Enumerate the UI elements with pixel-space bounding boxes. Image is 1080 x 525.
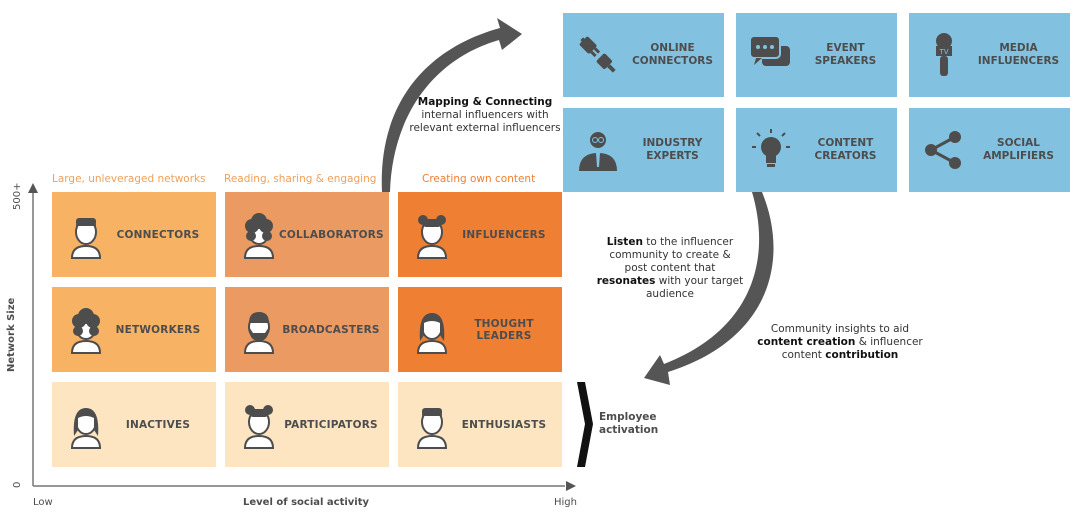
mapping-line3: relevant external influencers [409,122,561,134]
mapping-bold: Mapping & Connecting [417,96,553,108]
y-axis-arrowhead [28,183,38,193]
segment-label: BROADCASTERS [282,323,380,336]
person-buns-hair-icon [417,214,447,259]
segment-influencers: INFLUENCERS [398,192,562,277]
tv-microphone-icon: TV [936,33,952,76]
segment-connectors: CONNECTORS [52,192,216,277]
y-max-label: 500+ [12,182,23,210]
segment-participators: PARTICIPATORS [225,382,389,467]
external-label-line1: MEDIA [999,42,1038,54]
insights-t3: content [781,349,826,361]
external-label-line2: AMPLIFIERS [983,150,1054,162]
external-label-line2: INFLUENCERS [977,55,1060,67]
contribution-bold: contribution [825,349,899,361]
segment-label: THOUGHT LEADERS [474,317,534,342]
activation-note: Employee activation [599,411,658,437]
segment-enthusiasts: ENTHUSIASTS [398,382,562,467]
activation-line2: activation [599,424,659,436]
insights-t1: Community insights to aid [770,323,910,335]
listen-t5: audience [645,288,695,300]
activation-chevron [577,382,593,467]
content-creation-bold: content creation [757,336,856,348]
x-axis-label: Level of social activity [243,497,370,508]
listen-bold: Listen [606,236,643,248]
x-axis-arrowhead [566,481,576,491]
listen-note: Listen to the influencer community to cr… [590,236,750,301]
insights-t2: & influencer [855,336,923,348]
businessman-icon [579,132,617,171]
external-label-line1: INDUSTRY [642,137,703,149]
listen-arrow [644,192,774,385]
segment-label: INFLUENCERS [462,228,546,241]
segment-label: INACTIVES [125,418,191,431]
external-label-line1: SOCIAL [997,137,1040,149]
x-max-label: High [554,497,577,508]
external-label-line2: EXPERTS [646,150,699,162]
resonates-bold: resonates [596,275,656,287]
external-label-line2: SPEAKERS [814,55,877,67]
listen-t3: post content that [624,262,716,274]
column-header-2: Reading, sharing & engaging [224,173,377,185]
segment-label: COLLABORATORS [279,228,384,241]
segment-thought-leaders: THOUGHT LEADERS [398,287,562,372]
mapping-arrow [381,18,522,192]
listen-t4: with your target [655,275,744,287]
person-buns-hair-icon [244,404,274,449]
segment-collaborators: COLLABORATORS [225,192,389,277]
person-short-hair-icon [71,217,101,259]
external-label-line1: EVENT [826,42,865,54]
person-curly-hair-icon [244,212,274,259]
listen-t2: community to create & [609,249,731,261]
segment-label: CONNECTORS [116,228,200,241]
segment-label: NETWORKERS [115,323,201,336]
insights-note: Community insights to aid content creati… [755,323,925,362]
external-label-line2: CREATORS [814,150,877,162]
lightbulb-icon [752,129,790,167]
column-header-1: Large, unleveraged networks [52,173,206,185]
activation-line1: Employee [599,411,657,423]
person-short-hair-icon [417,407,447,449]
person-long-hair-icon [71,407,101,449]
y-min-label: 0 [12,481,23,488]
external-label-line1: CONTENT [817,137,874,149]
segment-label: ENTHUSIASTS [461,418,547,431]
segment-label: PARTICIPATORS [284,418,378,431]
share-icon [925,131,961,169]
column-header-3: Creating own content [422,173,536,185]
segment-networkers: NETWORKERS [52,287,216,372]
chat-bubbles-icon [749,35,790,66]
person-beard-icon [244,311,274,354]
mapping-line2: internal influencers with [421,109,549,121]
mapping-note: Mapping & Connecting internal influencer… [400,96,570,135]
external-label-line2: CONNECTORS [632,55,713,67]
segment-broadcasters: BROADCASTERS [225,287,389,372]
segment-inactives: INACTIVES [52,382,216,467]
person-curly-hair-icon [71,307,101,354]
x-min-label: Low [33,497,53,508]
external-label-line1: ONLINE [650,42,695,54]
y-axis-label: Network Size [6,297,17,372]
person-long-hair-icon [417,312,447,354]
listen-t1: to the influencer [642,236,734,248]
svg-text:TV: TV [938,48,948,56]
plug-icon [579,36,616,73]
